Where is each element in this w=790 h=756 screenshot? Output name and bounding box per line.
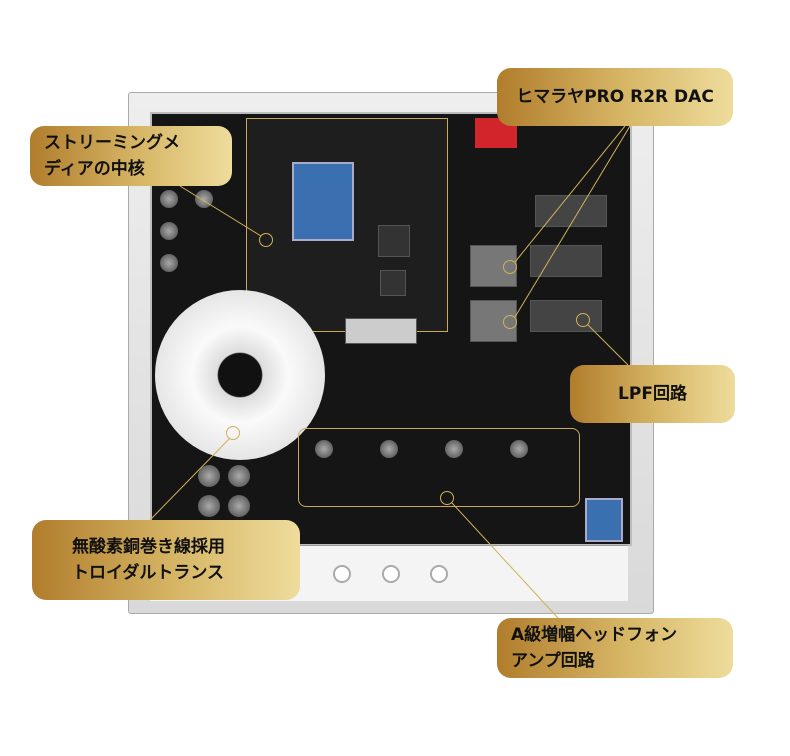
- marker-circle: [259, 233, 273, 247]
- capacitor: [198, 465, 220, 487]
- capacitor: [160, 222, 178, 240]
- marker-circle: [440, 491, 454, 505]
- leader-line: [587, 324, 629, 366]
- marker-circle: [226, 426, 240, 440]
- leader-line: [149, 437, 231, 521]
- capacitor: [510, 440, 528, 458]
- callout-amp: A級増幅ヘッドフォン アンプ回路: [497, 618, 733, 678]
- callout-streaming: ストリーミングメ ディアの中核: [30, 126, 232, 186]
- leader-line: [514, 125, 626, 263]
- chip: [378, 225, 410, 257]
- callout-transformer: 無酸素銅巻き線採用 トロイダルトランス: [32, 520, 300, 600]
- callout-text: A級増幅ヘッドフォン: [511, 625, 678, 645]
- lpf-block: [535, 195, 607, 227]
- capacitor: [228, 465, 250, 487]
- capacitor: [160, 190, 178, 208]
- callout-lpf: LPF回路: [570, 365, 735, 423]
- leader-line: [179, 185, 262, 237]
- marker-circle: [576, 313, 590, 327]
- capacitor: [160, 254, 178, 272]
- capacitor: [198, 495, 220, 517]
- front-knob: [430, 565, 448, 583]
- marker-circle: [503, 260, 517, 274]
- chip: [380, 270, 406, 296]
- capacitor: [445, 440, 463, 458]
- leader-line: [514, 125, 631, 318]
- callout-text: LPF回路: [618, 384, 687, 404]
- callout-text: 無酸素銅巻き線採用: [72, 537, 225, 557]
- streaming-module: [292, 162, 354, 241]
- blue-capacitor: [585, 498, 623, 542]
- marker-circle: [503, 315, 517, 329]
- leader-line: [451, 502, 559, 619]
- front-knob: [333, 565, 351, 583]
- callout-text: ディアの中核: [44, 159, 145, 179]
- amp-circuit-outline: [298, 428, 580, 507]
- capacitor: [315, 440, 333, 458]
- capacitor: [228, 495, 250, 517]
- lpf-block: [530, 300, 602, 332]
- callout-text: トロイダルトランス: [72, 563, 224, 583]
- capacitor: [380, 440, 398, 458]
- front-knob: [382, 565, 400, 583]
- callout-text: ストリーミングメ: [44, 133, 180, 153]
- connector: [345, 318, 417, 344]
- callout-text: ヒマラヤPRO R2R DAC: [516, 87, 714, 107]
- toroidal-transformer: [155, 290, 325, 460]
- callout-dac: ヒマラヤPRO R2R DAC: [497, 68, 733, 126]
- callout-text: アンプ回路: [511, 651, 595, 671]
